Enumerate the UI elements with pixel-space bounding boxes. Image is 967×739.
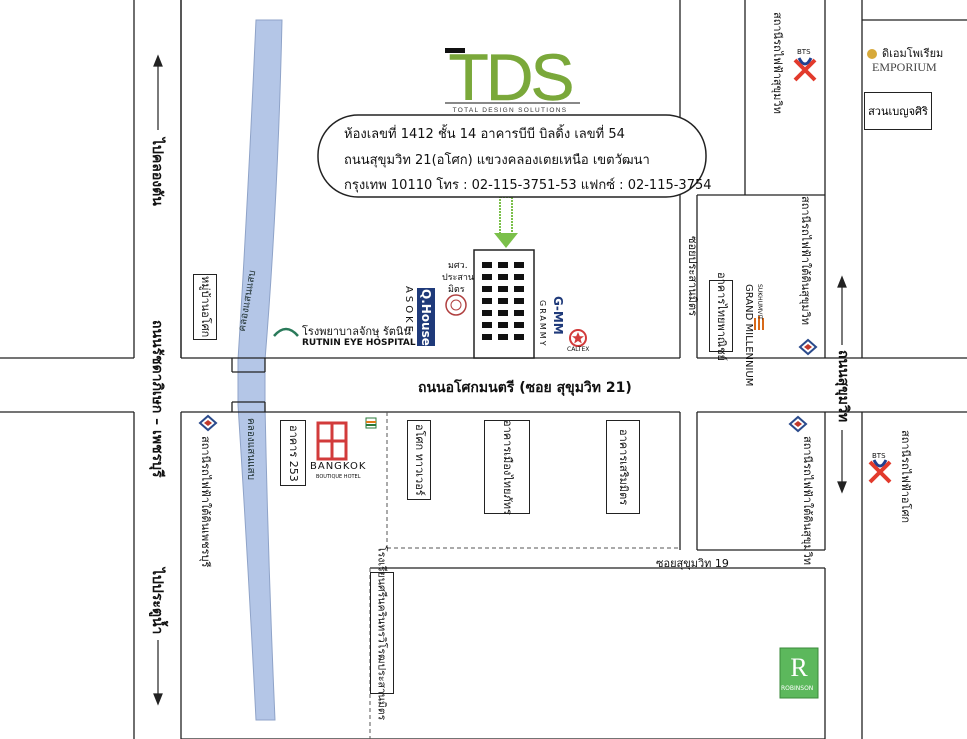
tds-tagline: TOTAL DESIGN SOLUTIONS — [453, 107, 568, 114]
caltex-icon — [569, 329, 587, 347]
bb-tower-box: อาคารเมืองไทยภัทร — [484, 420, 530, 514]
ruamrudee-label: หมู่บ้านอโศก — [199, 276, 212, 338]
direction-arrows — [153, 54, 847, 706]
school-label: โรงเรียนศรีนครินทรวิโรฒประสานมิตร — [375, 545, 388, 721]
address-line-3: กรุงเทพ 10110 โทร : 02-115-3751-53 แฟกซ์… — [344, 178, 712, 193]
rutnin-logo — [273, 327, 299, 337]
rutnin-thai: โรงพยาบาลจักษุ รัตนิน — [302, 325, 411, 338]
target-building — [473, 249, 535, 359]
svg-text:R: R — [790, 653, 808, 682]
rutnin-en: RUTNIN EYE HOSPITAL — [302, 338, 416, 348]
soi-19-label: ซอยสุขุมวิท 19 — [656, 557, 729, 570]
bts-asok-label: สถานีรถไฟฟ้าอโศก — [899, 430, 912, 524]
citadines-box: อาคารเสริมมิตร — [606, 420, 640, 514]
to-bottom-label: ไปประตูน้ำ — [149, 568, 165, 635]
seven-eleven-icon — [365, 417, 377, 429]
emporium-thai: ดิเอมโพเรียม — [882, 47, 944, 60]
emporium-logo — [867, 49, 877, 59]
bangkok-hotel-sub: BOUTIQUE HOTEL — [316, 474, 361, 480]
soi-prasanmit-label: ซอยประสานมิตร — [686, 236, 699, 317]
bangkok-hotel-logo — [316, 421, 348, 461]
tds-logo: TDS TOTAL DESIGN SOLUTIONS — [445, 40, 580, 114]
mrt-sukhumvit-bottom-label: สถานีรถไฟฟ้าใต้ดินสุขุมวิท — [801, 436, 814, 566]
canal-bottom-label: คลองแสนแสบ — [245, 418, 256, 480]
mahidol-l2: ประสาน — [442, 273, 475, 283]
mahidol-l1: มศว. — [448, 261, 468, 271]
gmm-logo — [553, 284, 567, 344]
bts-sukhumvit-top-label: สถานีรถไฟฟ้าสุขุมวิท — [771, 12, 784, 114]
mrt-phetchaburi-label: สถานีรถไฟฟ้าใต้ดินเพชรบุรี — [199, 436, 212, 568]
mrt-icons — [198, 338, 818, 433]
exchange-tower-label: อโศก ทาวเวอร์ — [413, 424, 426, 496]
mrt-sukhumvit-label: สถานีรถไฟฟ้าใต้ดินสุขุมวิท — [799, 196, 812, 326]
address-bubble — [317, 114, 707, 198]
gmm-label: G-MM — [551, 296, 565, 335]
citadines-label: อาคารเสริมมิตร — [617, 428, 630, 506]
qhouse-logo: Q.House — [417, 288, 435, 346]
benjakitti-box: สวนเบญจศิริ — [864, 92, 932, 130]
tds-letters: TDS — [449, 40, 572, 114]
phayathai-box: อาคารไทยพาณิชย์ — [709, 272, 733, 361]
robinson-logo: R — [779, 647, 819, 699]
emporium-en: EMPORIUM — [872, 60, 937, 74]
to-top-label: ไปคลองตัน — [149, 138, 165, 206]
main-road-label: ถนนอโศกมนตรี (ซอย สุขุมวิท 21) — [418, 380, 632, 396]
exchange-tower-box: อโศก ทาวเวอร์ — [407, 420, 431, 500]
location-arrow — [494, 196, 518, 248]
qhouse-label: Q.House — [419, 288, 433, 346]
school-box: โรงเรียนศรีนครินทรวิโรฒประสานมิตร — [370, 546, 394, 720]
university-seal-icon — [445, 294, 467, 316]
address-line-2: ถนนสุขุมวิท 21(อโศก) แขวงคลองเตยเหนือ เข… — [344, 153, 650, 168]
bldg-253-box: อาคาร 253 — [280, 420, 306, 486]
grand-millennium-label: GRAND MILLENNIUM — [743, 284, 754, 387]
asoke-label: ASOKE — [403, 286, 414, 335]
canal — [237, 19, 283, 721]
grand-millennium-sub: SUKHUMVIT — [756, 284, 763, 320]
phayathai-label: อาคารไทยพาณิชย์ — [715, 271, 728, 361]
grammy-label: GRAMMY — [538, 300, 547, 348]
mahidol-l3: มิตร — [448, 285, 465, 295]
bangkok-hotel-label: BANGKOK — [310, 461, 367, 472]
left-road-label: ถนนรัชดาภิเษก – เพชรบุรี — [149, 320, 165, 478]
caltex-label: CALTEX — [567, 346, 590, 353]
ruamrudee-box: หมู่บ้านอโศก — [193, 274, 217, 340]
bb-tower-label: อาคารเมืองไทยภัทร — [501, 419, 514, 515]
robinson-label: ROBINSON — [781, 685, 814, 692]
grand-millennium-logo — [754, 316, 764, 330]
bts-label-1: BTS — [797, 48, 811, 56]
bldg-253-label: อาคาร 253 — [287, 424, 300, 482]
address-line-1: ห้องเลขที่ 1412 ชั้น 14 อาคารบีบี บิลดิ้… — [344, 127, 625, 142]
bts-label-2: BTS — [872, 452, 886, 460]
bts-icons — [793, 57, 892, 484]
benjakitti-label: สวนเบญจศิริ — [868, 105, 928, 118]
right-road-label: ถนนสุขุมวิท — [835, 350, 851, 423]
